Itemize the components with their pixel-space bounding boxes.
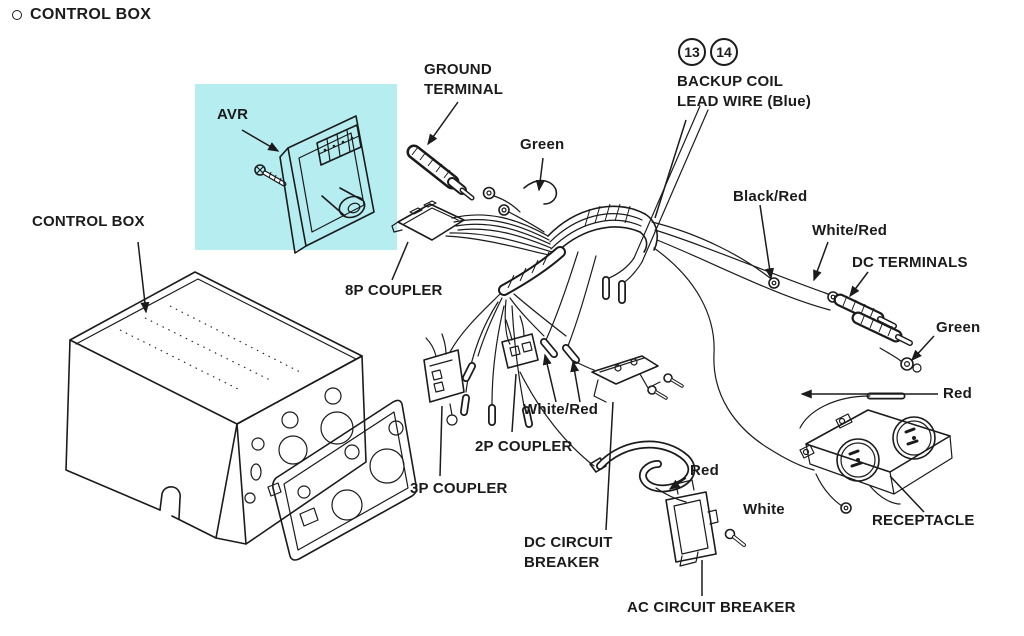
page-title-row: CONTROL BOX	[12, 6, 151, 24]
label-3p-coupler: 3P COUPLER	[410, 480, 508, 497]
harness-right-wires	[651, 221, 839, 471]
receptacle-drawing	[799, 409, 953, 514]
ac-circuit-breaker-drawing	[665, 479, 746, 567]
avr-drawing	[254, 115, 375, 254]
green-wire-right-drawing	[879, 347, 922, 373]
coupler-8p-drawing	[391, 200, 554, 257]
backup-coil-lead-wires	[602, 105, 709, 304]
main-harness-bundle	[498, 203, 659, 296]
callout-14: 14	[710, 38, 738, 66]
avr-inset-highlight	[195, 84, 397, 250]
leader-lines	[137, 101, 938, 596]
label-2p-coupler: 2P COUPLER	[475, 438, 573, 455]
ground-terminal-drawing	[406, 144, 475, 201]
label-ground-terminal: GROUND TERMINAL	[424, 61, 504, 98]
callout-numbers: 13 14	[678, 38, 738, 66]
label-dc-terminals: DC TERMINALS	[852, 254, 968, 271]
label-white-red-center: White/Red	[523, 401, 599, 418]
page-title: CONTROL BOX	[30, 6, 152, 23]
label-receptacle: RECEPTACLE	[872, 512, 975, 529]
harness-branch-wires	[446, 251, 597, 428]
dc-terminals-drawing	[833, 293, 913, 346]
label-green-right: Green	[936, 319, 981, 336]
list-bullet-icon	[12, 10, 22, 20]
label-backup-coil: BACKUP COIL LEAD WIRE (Blue)	[677, 73, 812, 110]
red-wire-right-drawing	[799, 392, 906, 429]
label-white: White	[743, 501, 785, 518]
label-white-red-upper: White/Red	[812, 222, 888, 239]
dc-circuit-breaker-drawing	[571, 355, 684, 403]
label-control-box: CONTROL BOX	[32, 213, 145, 230]
label-dc-circuit-breaker: DC CIRCUIT BREAKER	[524, 534, 613, 571]
label-8p-coupler: 8P COUPLER	[345, 282, 443, 299]
label-red-right: Red	[943, 385, 972, 402]
coupler-2p-drawing	[501, 315, 539, 369]
label-avr: AVR	[217, 106, 249, 123]
label-red-center: Red	[690, 462, 719, 479]
label-black-red: Black/Red	[733, 188, 808, 205]
callout-13: 13	[678, 38, 706, 66]
label-green-top: Green	[520, 136, 565, 153]
coupler-3p-drawing	[423, 333, 465, 403]
label-ac-circuit-breaker: AC CIRCUIT BREAKER	[627, 599, 796, 616]
green-wire-top-drawing	[482, 179, 558, 233]
control-box-drawing	[65, 271, 418, 561]
